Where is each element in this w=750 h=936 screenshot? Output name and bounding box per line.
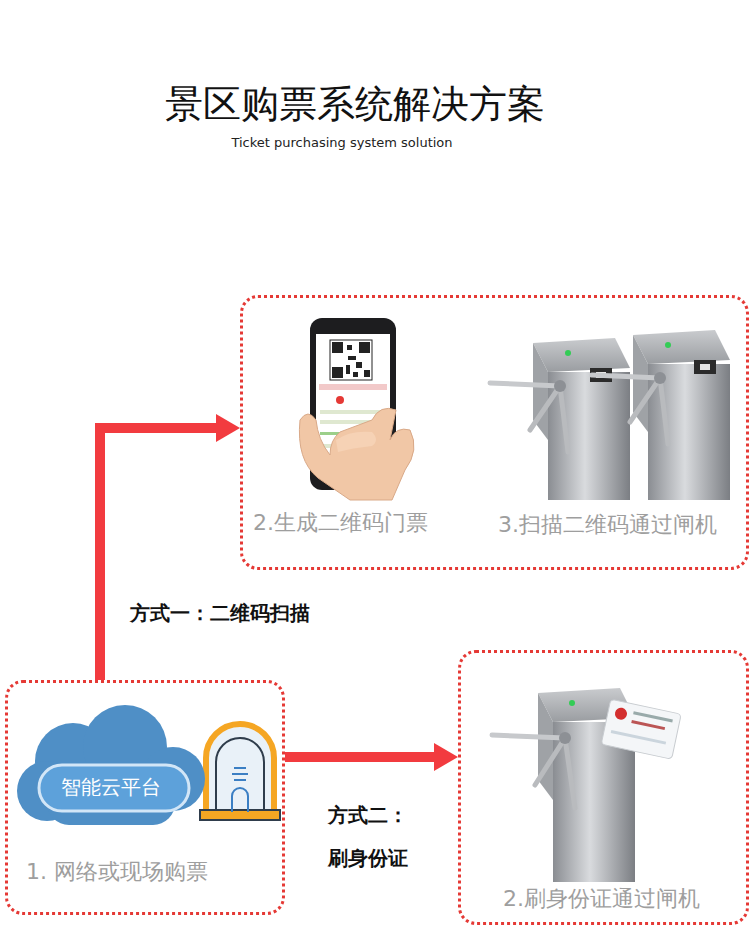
arrow-line [100, 428, 216, 680]
diagram-title: 景区购票系统解决方案 [0, 82, 710, 128]
purchase-panel: 1. 网络或现场购票 智能云平台 [5, 680, 285, 915]
method-label: 方式一：二维码扫描 [128, 592, 372, 635]
node-text: 智能云平台 [13, 775, 208, 799]
node-text: 2.生成二维码门票 [253, 510, 428, 536]
node-text: 3.扫描二维码通过闸机 [498, 512, 717, 538]
turnstile-illustration [592, 330, 730, 500]
arrow-line [285, 752, 434, 762]
arrow-head [434, 743, 458, 771]
node-text: 2.刷身份证通过闸机 [503, 886, 700, 912]
turnstile-illustration [490, 338, 630, 500]
cloud-shape [13, 703, 208, 828]
subtitle-label: Ticket purchasing system solution [0, 135, 684, 151]
method-label: 方式二： 刷身份证 [326, 794, 416, 880]
arrow-head [216, 414, 240, 442]
qr-method-panel: 2.生成二维码门票 3.扫描二维码通过闸机 [240, 295, 749, 570]
id-method-panel: 2.刷身份证通过闸机 [458, 650, 749, 925]
phone-illustration [299, 318, 414, 500]
flow-arrow [100, 414, 240, 680]
cloud-platform: 智能云平台 [13, 703, 208, 828]
node-text: 1. 网络或现场购票 [26, 859, 208, 885]
turnstile-illustration [492, 688, 681, 882]
flow-arrow [285, 743, 458, 771]
gate-icon [200, 724, 280, 820]
